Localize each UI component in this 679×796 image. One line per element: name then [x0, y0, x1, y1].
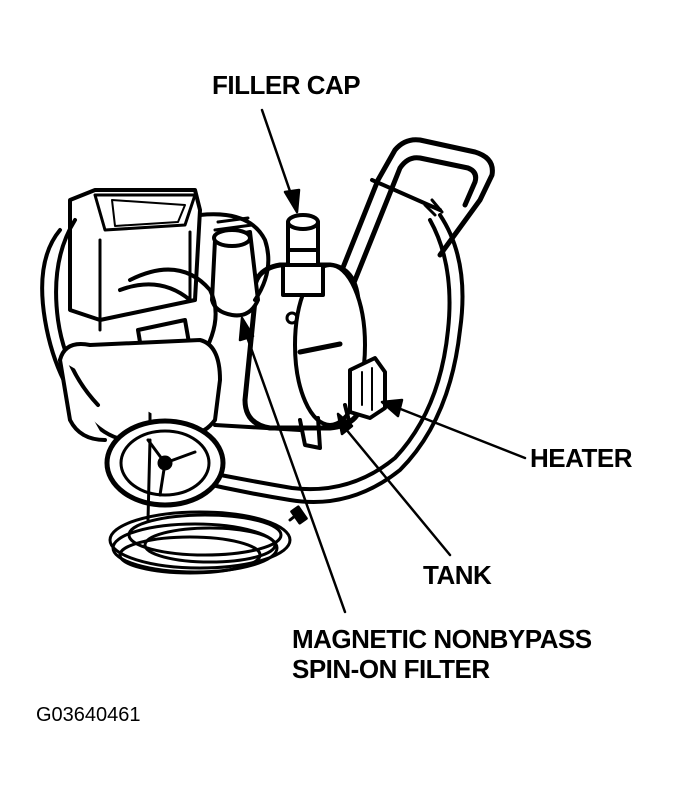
leader-filter: [238, 316, 347, 614]
filter-label-line2: SPIN-ON FILTER: [292, 654, 490, 684]
filler-cap-label: FILLER CAP: [212, 70, 361, 100]
figure-id: G03640461: [36, 704, 141, 726]
heater-label: HEATER: [530, 443, 632, 473]
cart-handle: [327, 137, 495, 308]
heater-shape: [348, 356, 387, 420]
leader-filler-cap: [260, 108, 301, 214]
leader-tank: [336, 412, 452, 557]
left-hose-coils: [40, 212, 271, 442]
filter-label-line1: MAGNETIC NONBYPASS: [292, 624, 592, 654]
filler-cap-shape: [281, 213, 325, 297]
frame-legs: [213, 403, 352, 450]
hose-loop: [188, 213, 465, 504]
tank-label: TANK: [423, 560, 492, 590]
leader-heater: [380, 398, 527, 460]
filter-canister-shape: [210, 216, 260, 318]
wheel-shape: [104, 418, 226, 508]
tank-body: [242, 262, 367, 431]
power-cord-coil: [108, 438, 308, 575]
control-box-shape: [68, 188, 202, 332]
